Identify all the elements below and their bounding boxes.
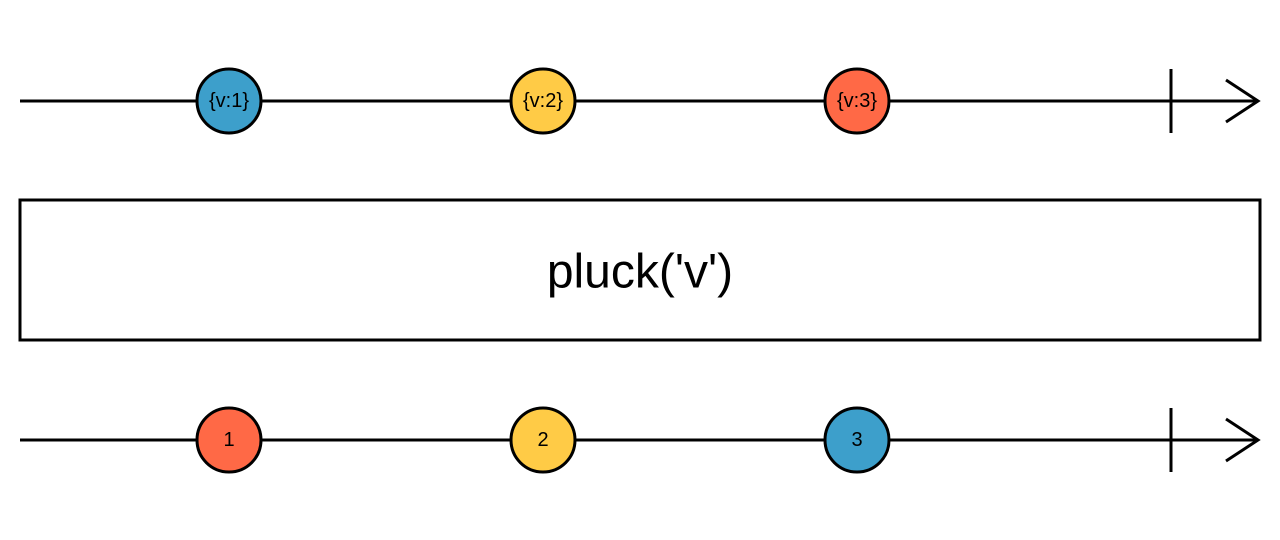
output-marble-1-circle bbox=[195, 406, 263, 474]
output-arrow-head-icon bbox=[1225, 417, 1261, 463]
operator-box bbox=[18, 198, 1262, 342]
output-timeline: 1 2 3 bbox=[20, 406, 1261, 474]
input-marble-3-label: {v:3} bbox=[837, 90, 877, 112]
input-marble-1-circle bbox=[195, 67, 263, 135]
output-marble-3[interactable]: 3 bbox=[823, 406, 891, 474]
input-marble-3-circle bbox=[823, 67, 891, 135]
input-marble-1-label: {v:1} bbox=[209, 90, 249, 112]
input-marble-2-circle bbox=[509, 67, 577, 135]
input-marble-3[interactable]: {v:3} bbox=[823, 67, 891, 135]
input-timeline: {v:1} {v:2} {v:3} bbox=[20, 67, 1261, 135]
output-marble-2[interactable]: 2 bbox=[509, 406, 577, 474]
output-marble-1[interactable]: 1 bbox=[195, 406, 263, 474]
operator-label: pluck('v') bbox=[547, 246, 733, 299]
input-arrow-head-icon bbox=[1225, 78, 1261, 124]
operator: pluck('v') bbox=[18, 198, 1262, 342]
output-marble-3-circle bbox=[823, 406, 891, 474]
output-marble-2-label: 2 bbox=[537, 429, 548, 451]
output-marble-3-label: 3 bbox=[851, 429, 862, 451]
output-marble-2-circle bbox=[509, 406, 577, 474]
input-marble-1[interactable]: {v:1} bbox=[195, 67, 263, 135]
output-marble-1-label: 1 bbox=[223, 429, 234, 451]
input-marble-2[interactable]: {v:2} bbox=[509, 67, 577, 135]
input-marble-2-label: {v:2} bbox=[523, 90, 563, 112]
